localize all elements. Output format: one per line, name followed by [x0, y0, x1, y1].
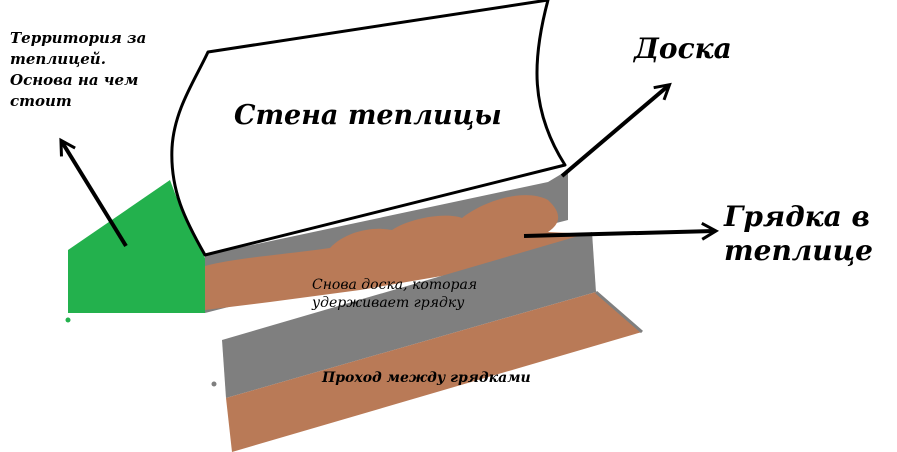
- label-retaining-board-line: удерживает грядку: [312, 295, 465, 311]
- greenhouse-wall: [170, 0, 567, 257]
- ground-area: [68, 180, 205, 313]
- bed-soil: [205, 195, 592, 310]
- label-retaining-board-line: Снова доска, которая: [312, 277, 478, 293]
- label-path: Проход между грядками: [322, 370, 531, 386]
- label-board: Доска: [634, 32, 732, 65]
- arrow-territory: [59, 137, 128, 248]
- label-bed-line: Грядка в: [724, 200, 870, 233]
- label-bed: Грядка в теплице: [724, 200, 873, 268]
- arrow-bed: [523, 221, 720, 241]
- path-between-beds: [226, 292, 642, 452]
- dot-mark: [65, 317, 71, 323]
- dot-mark: [211, 381, 217, 387]
- label-bed-line: теплице: [724, 234, 873, 267]
- label-retaining-board: Снова доска, которая удерживает грядку: [312, 276, 477, 312]
- label-territory-line: теплицей.: [10, 50, 106, 68]
- label-territory-line: стоит: [10, 92, 72, 110]
- path-edge-line: [595, 290, 643, 334]
- label-territory-line: Территория за: [10, 29, 147, 47]
- label-territory-line: Основа на чем: [10, 71, 139, 89]
- retaining-board: [222, 232, 596, 398]
- label-territory: Территория за теплицей. Основа на чем ст…: [10, 28, 146, 112]
- label-greenhouse-wall: Стена теплицы: [234, 100, 502, 131]
- arrow-board: [560, 82, 672, 178]
